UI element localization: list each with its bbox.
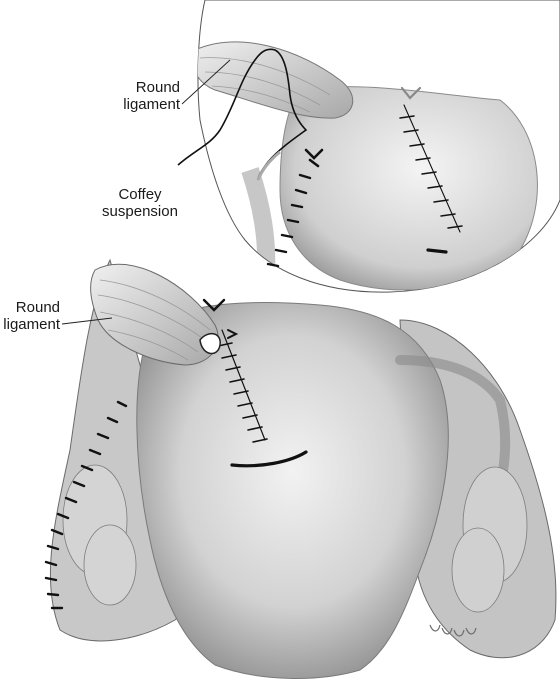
main-uterus-view [44, 258, 557, 679]
midline-closure-inset [304, 86, 463, 254]
leader-lines [61, 59, 231, 325]
round-ligament-main-line1: Round [15, 299, 60, 316]
round-ligament-inset-label: Round ligament [100, 79, 180, 113]
round-ligament-main-line2: ligament [3, 316, 60, 333]
midline-closure-main [202, 298, 308, 468]
inset-magnified-view [177, 0, 560, 293]
coffey-line1: Coffey [118, 186, 162, 203]
round-ligament-main-label: Round ligament [0, 299, 60, 333]
coffey-line2: suspension [102, 203, 178, 220]
left-running-suture [44, 400, 128, 610]
round-ligament-inset-line2: ligament [123, 96, 180, 113]
coffey-suspension-label: Coffey suspension [98, 186, 182, 220]
inset-left-suture [266, 173, 312, 268]
round-ligament-inset-line1: Round [135, 79, 180, 96]
